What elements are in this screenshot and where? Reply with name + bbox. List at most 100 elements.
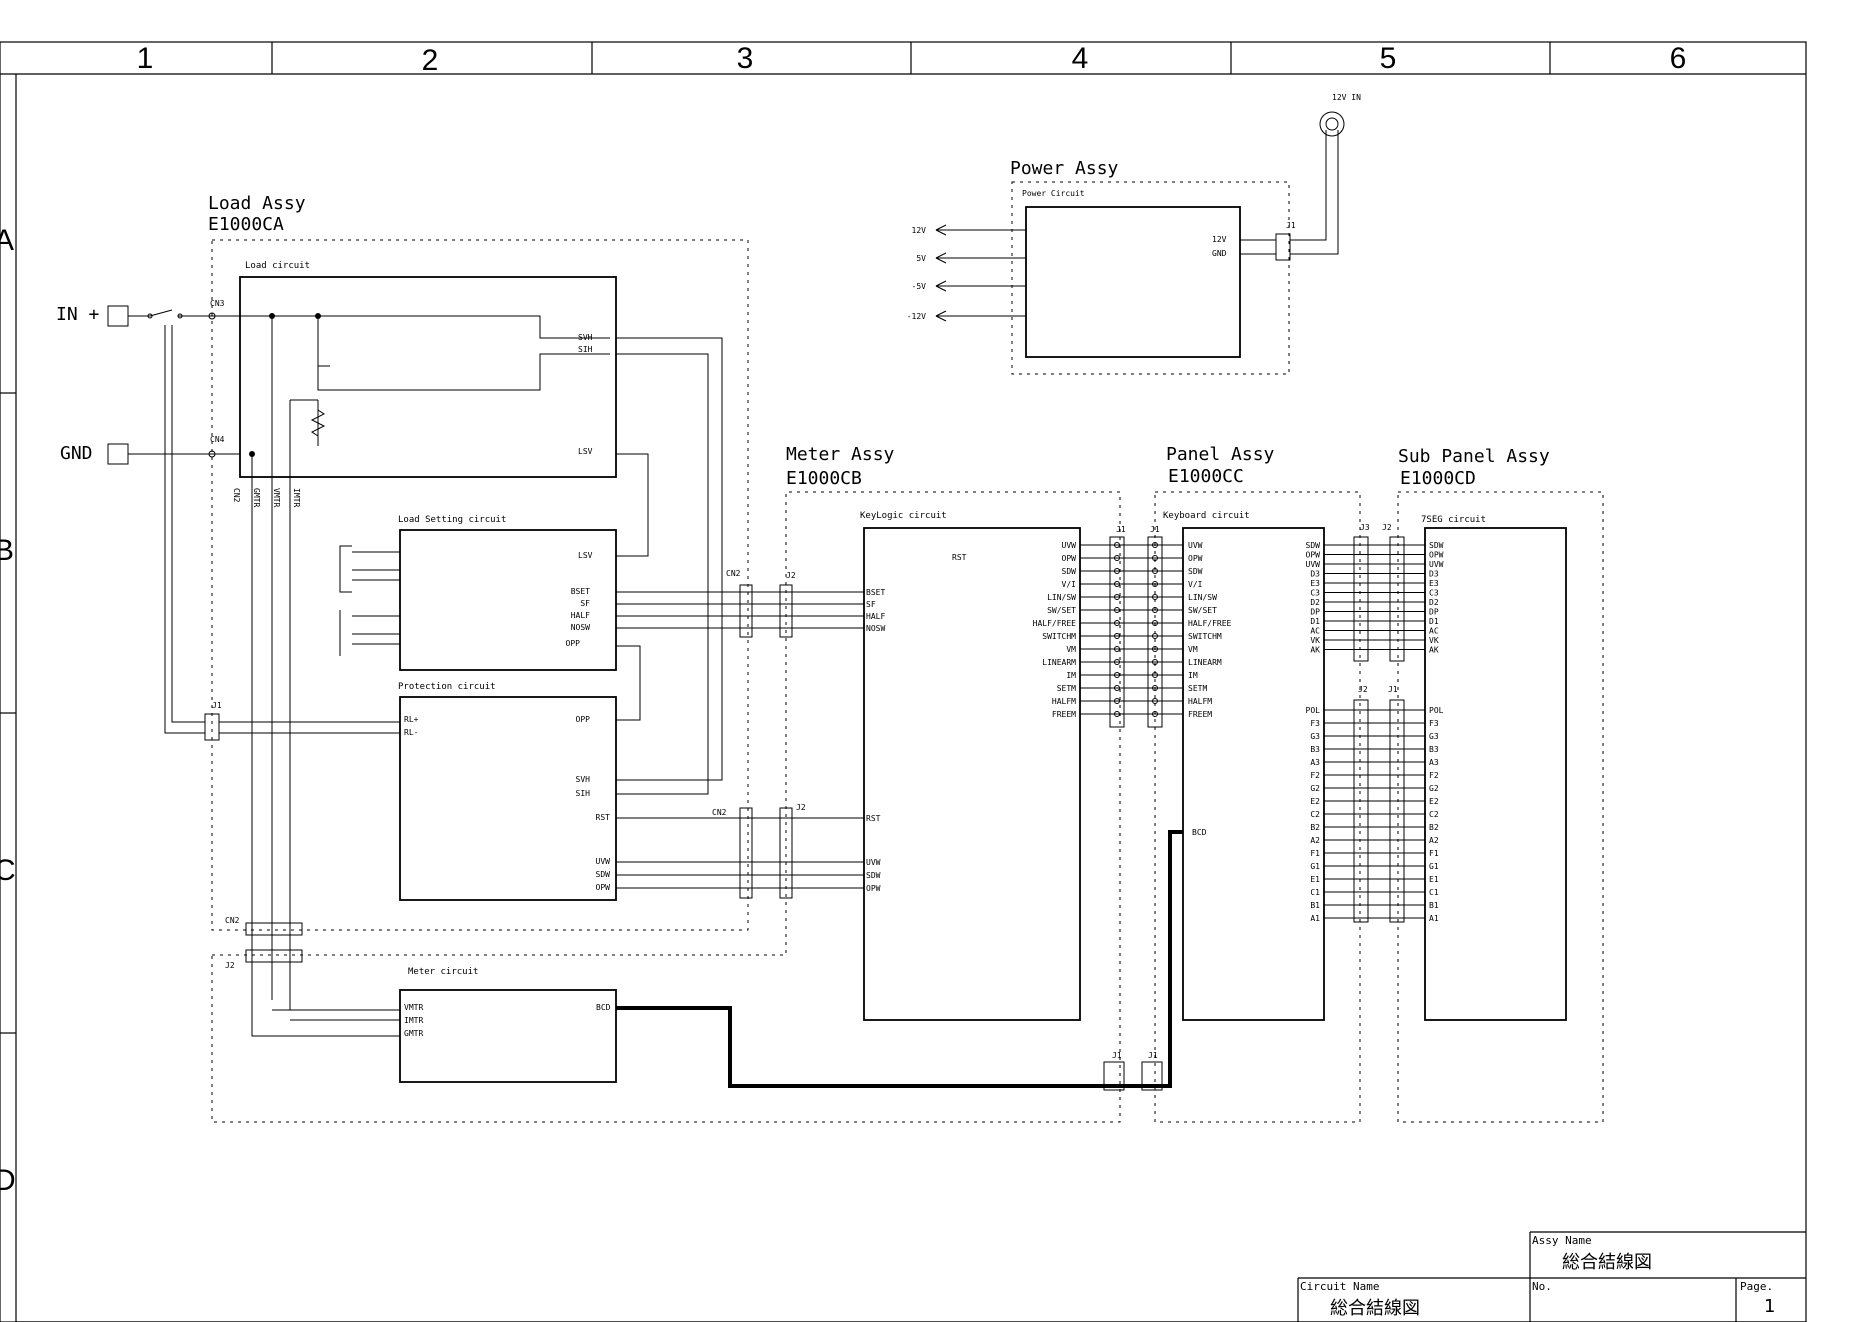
keyboard-right-top-pin-9: AC: [1310, 627, 1320, 636]
keyboard-right-bottom-pin-0: POL: [1306, 706, 1321, 715]
keylogic-circuit-label: KeyLogic circuit: [860, 511, 947, 521]
meter-circuit-block: [399, 989, 617, 1083]
seg-left-top-pin-8: D1: [1429, 617, 1439, 626]
svg-text:UVW: UVW: [596, 857, 611, 866]
j1-kl-pin-5: [1114, 607, 1120, 613]
cn2-meter-label: CN2: [225, 916, 240, 925]
keyboard-left-pin-8: VM: [1188, 645, 1198, 654]
zone-row-d: D: [0, 1164, 16, 1197]
input-12v-label: 12V IN: [1332, 93, 1361, 102]
j2-meter-label: J2: [225, 961, 235, 970]
j1-kl-pin-0: [1114, 542, 1120, 548]
seg-left-bottom-pin-16: A1: [1429, 914, 1439, 923]
j1-kb-connector: [1147, 536, 1163, 728]
keyboard-right-top-pin-3: D3: [1310, 570, 1320, 579]
zone-column-labels: 1 2 3 4 5 6: [137, 42, 1687, 77]
keylogic-right-pin-7: SWITCHM: [1042, 632, 1076, 641]
power-assy-outline: [1011, 181, 1290, 375]
meter-assy-title: Meter Assy: [786, 444, 895, 465]
seg-left-top-pin-9: AC: [1429, 627, 1439, 636]
j2-setting-connector: [779, 584, 793, 638]
seg-left-bottom-pin-15: B1: [1429, 901, 1439, 910]
meter-circuit-label: Meter circuit: [408, 967, 478, 977]
svg-text:12V: 12V: [912, 226, 927, 235]
svg-text:HALF: HALF: [866, 612, 885, 621]
j1-kl-pin-10: [1114, 672, 1120, 678]
seg-left-bottom-pin-5: F2: [1429, 771, 1439, 780]
keylogic-right-pin-8: VM: [1066, 645, 1076, 654]
keyboard-left-pin-3: V/I: [1188, 580, 1203, 589]
keyboard-right-bottom-pin-11: F1: [1310, 849, 1320, 858]
keylogic-right-pin-11: SETM: [1057, 684, 1076, 693]
load-transistor: [317, 365, 330, 446]
assy-name-value: 総合結線図: [1562, 1252, 1652, 1273]
keyboard-left-pin-12: HALFM: [1188, 697, 1212, 706]
zone-row-b: B: [0, 534, 14, 567]
keylogic-right-pin-5: SW/SET: [1047, 606, 1076, 615]
keyboard-right-bottom-pin-8: C2: [1310, 810, 1320, 819]
j3-label: J3: [1360, 523, 1370, 532]
net-cn2: CN2: [232, 488, 241, 503]
j2-meter-connector: [245, 949, 303, 963]
cn2-setting-label: CN2: [726, 569, 741, 578]
gnd-terminal: [107, 443, 129, 465]
svg-text:UVW: UVW: [866, 858, 881, 867]
keylogic-right-pin-10: IM: [1066, 671, 1076, 680]
svg-text:HALF: HALF: [571, 611, 590, 620]
seg-left-bottom-pin-14: C1: [1429, 888, 1439, 897]
j1-kl-pin-12: [1114, 698, 1120, 704]
seg-left-bottom-pin-2: G3: [1429, 732, 1439, 741]
power-in-gnd: GND: [1212, 249, 1227, 258]
svg-text:SF: SF: [580, 599, 590, 608]
j2-protection-label: J2: [796, 803, 806, 812]
keyboard-right-bottom-pin-13: E1: [1310, 875, 1320, 884]
protection-circuit-block: [399, 696, 617, 901]
in-plus-terminal: [107, 305, 129, 327]
j1-kb-pin-3: [1152, 581, 1158, 587]
keyboard-right-top-pin-1: OPW: [1306, 551, 1321, 560]
keylogic-right-pin-13: FREEM: [1052, 710, 1076, 719]
keyboard-left-pin-10: IM: [1188, 671, 1198, 680]
seg-left-top-pin-1: OPW: [1429, 551, 1444, 560]
keylogic-right-pin-4: LIN/SW: [1047, 593, 1076, 602]
j2-bottom-connector: [1353, 699, 1369, 923]
keyboard-right-bottom-pin-14: C1: [1310, 888, 1320, 897]
svg-text:5V: 5V: [916, 254, 926, 263]
no-label: No.: [1532, 1280, 1552, 1293]
j1-kl-pin-13: [1114, 711, 1120, 717]
j2-top-label: J2: [1382, 523, 1392, 532]
feedback-wires: [616, 337, 723, 795]
panel-assy-code: E1000CC: [1168, 466, 1244, 487]
svg-text:-12V: -12V: [907, 312, 926, 321]
protection-pins: OPP SVH SIH RST UVW SDW OPW: [576, 715, 611, 892]
keyboard-left-pins: UVWOPWSDWV/ILIN/SWSW/SETHALF/FREESWITCHM…: [1188, 541, 1232, 719]
j1-kb-pin-8: [1152, 646, 1158, 652]
seg-left-bottom-pin-4: A3: [1429, 758, 1439, 767]
cn2-setting-connector: [739, 584, 753, 638]
svg-text:SDW: SDW: [866, 871, 881, 880]
setting-pins: LSV BSET SF HALF NOSW OPP: [566, 551, 593, 648]
gnd-label: GND: [60, 443, 93, 464]
j1-kb-pin-10: [1152, 672, 1158, 678]
seg-left-bottom-pin-7: E2: [1429, 797, 1439, 806]
keylogic-right-pin-9: LINEARM: [1042, 658, 1076, 667]
panel-assy-title: Panel Assy: [1166, 444, 1275, 465]
j1-kb-pin-4: [1152, 594, 1158, 600]
j1-bcd-label-2: J1: [1148, 1051, 1158, 1060]
setting-pot-wires: [352, 551, 400, 645]
keyboard-right-bottom-pin-2: G3: [1310, 732, 1320, 741]
load-assy-code: E1000CA: [208, 214, 284, 235]
j1-kl-pin-7: [1114, 633, 1120, 639]
keyboard-left-pin-11: SETM: [1188, 684, 1207, 693]
j1-kb-pin-1: [1152, 555, 1158, 561]
seg-left-top-pin-11: AK: [1429, 646, 1439, 655]
j1-bcd-connector-2: [1141, 1061, 1163, 1091]
meter-assy-code: E1000CB: [786, 468, 862, 489]
power-outputs: 12V 5V -5V -12V: [907, 224, 1026, 322]
j1-kb-pin-9: [1152, 659, 1158, 665]
power-in-12v: 12V: [1212, 235, 1227, 244]
j1-relay-label: J1: [212, 701, 222, 710]
svg-text:-5V: -5V: [912, 282, 927, 291]
j1-kl-pin-6: [1114, 620, 1120, 626]
